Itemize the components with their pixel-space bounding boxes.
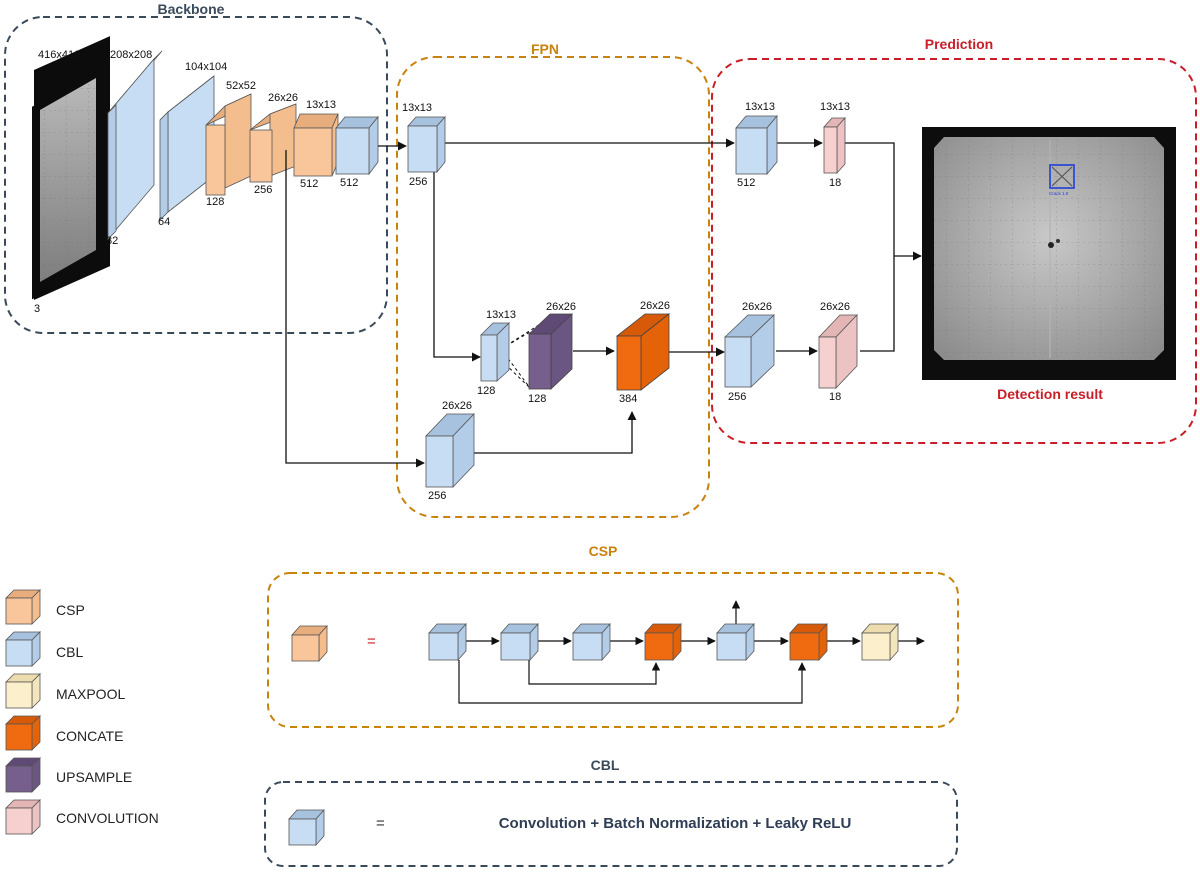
- csp-equals-sign: =: [367, 633, 376, 650]
- p1-size-label: 13x13: [745, 101, 775, 113]
- csp-detail-cbl-1: [428, 622, 467, 662]
- b2-size-label: 104x104: [185, 61, 227, 73]
- backbone-csp-block-1: [205, 93, 252, 196]
- csp-detail-concat-1: [644, 622, 682, 662]
- backbone-cbl-block-1: [107, 50, 163, 241]
- legend-maxpool-label: MAXPOOL: [56, 686, 125, 702]
- csp-detail-cbl-4: [716, 622, 755, 662]
- fpn-cbl-block-1: [407, 115, 446, 174]
- cbl-title: CBL: [591, 757, 620, 773]
- connector-heads-to-result: [845, 142, 921, 352]
- b4-channel-label: 256: [254, 184, 272, 196]
- b2-channel-label: 64: [158, 216, 170, 228]
- legend-concate-swatch: [5, 715, 41, 751]
- detection-box-label: Crack 1.0: [1049, 191, 1069, 196]
- p4-channel-label: 18: [829, 391, 841, 403]
- b4-size-label: 26x26: [268, 92, 298, 104]
- fpn-cbl-block-2: [480, 322, 510, 382]
- fpn-cbl-block-low: [425, 413, 475, 488]
- legend-csp-swatch: [5, 589, 41, 625]
- input-size-label: 416x416: [38, 49, 80, 61]
- csp-flow-arrows: [458, 600, 925, 704]
- csp-detail-maxpool: [861, 622, 899, 662]
- input-channel-label: 3: [34, 303, 40, 315]
- connector-b4-to-fpn-low: [285, 150, 425, 468]
- csp-detail-cbl-2: [500, 622, 539, 662]
- detection-result-image: [922, 127, 1176, 380]
- b3-size-label: 52x52: [226, 80, 256, 92]
- legend-upsample-swatch: [5, 757, 41, 793]
- b1-size-label: 208x208: [110, 49, 152, 61]
- detection-result-label: Detection result: [997, 386, 1103, 402]
- prediction-conv-block-1: [823, 116, 846, 175]
- legend-csp-label: CSP: [56, 602, 85, 618]
- detection-bounding-box: [1049, 164, 1075, 189]
- backbone-frame: [4, 16, 388, 334]
- csp-detail-concat-2: [789, 622, 828, 662]
- prediction-cbl-block-1: [735, 114, 778, 176]
- cbl-frame: [264, 781, 958, 867]
- csp-frame: [267, 572, 959, 728]
- up-channel-label: 128: [528, 393, 546, 405]
- cat-channel-label: 384: [619, 393, 637, 405]
- fpn-frame: [396, 56, 710, 518]
- fpn-upsample-block: [528, 313, 573, 390]
- up-size-label: 26x26: [546, 301, 576, 313]
- b1-channel-label: 32: [106, 235, 118, 247]
- prediction-cbl-block-2: [724, 314, 775, 388]
- b5-size-label: 13x13: [306, 99, 336, 111]
- legend-upsample-label: UPSAMPLE: [56, 769, 132, 785]
- cbl-formula: Convolution + Batch Normalization + Leak…: [499, 815, 852, 832]
- cbl-equals-sign: =: [376, 815, 385, 832]
- csp-detail-csp-swatch: [291, 624, 328, 663]
- prediction-conv-block-2: [818, 314, 858, 389]
- csp-title: CSP: [589, 543, 618, 559]
- backbone-cbl-block-3: [335, 115, 379, 176]
- p4-size-label: 26x26: [820, 301, 850, 313]
- legend-cbl-label: CBL: [56, 644, 83, 660]
- p3-size-label: 26x26: [742, 301, 772, 313]
- f2-size-label: 13x13: [486, 309, 516, 321]
- legend-convolution-label: CONVOLUTION: [56, 810, 159, 826]
- low-channel-label: 256: [428, 490, 446, 502]
- prediction-title: Prediction: [925, 36, 993, 52]
- cat-size-label: 26x26: [640, 300, 670, 312]
- connector-f1-down-to-f2: [433, 170, 481, 362]
- fpn-title: FPN: [531, 41, 559, 57]
- f1-channel-label: 256: [409, 176, 427, 188]
- input-image: [34, 36, 110, 300]
- f1-size-label: 13x13: [402, 102, 432, 114]
- cbl-detail-cbl-swatch: [288, 808, 325, 847]
- fpn-concat-block: [615, 313, 671, 391]
- p3-channel-label: 256: [728, 391, 746, 403]
- legend: CSP CBL MAXPOOL CONCATE UPSAMPLE: [5, 589, 159, 835]
- legend-concate-label: CONCATE: [56, 728, 123, 744]
- backbone-csp-block-3: [293, 113, 339, 177]
- backbone-csp-block-2: [249, 103, 297, 183]
- b5-channel-label: 512: [300, 178, 318, 190]
- csp-detail-cbl-3: [572, 622, 611, 662]
- input-image-frame: [32, 66, 106, 300]
- b6-channel-label: 512: [340, 177, 358, 189]
- legend-convolution-swatch: [5, 799, 41, 835]
- legend-cbl-swatch: [5, 631, 41, 667]
- b3-channel-label: 128: [206, 196, 224, 208]
- prediction-frame: [711, 58, 1197, 444]
- p2-size-label: 13x13: [820, 101, 850, 113]
- backbone-cbl-block-2: [159, 75, 215, 221]
- backbone-title: Backbone: [158, 1, 225, 17]
- p1-channel-label: 512: [737, 177, 755, 189]
- f2-channel-label: 128: [477, 385, 495, 397]
- connector-low-to-concat: [474, 411, 637, 454]
- low-size-label: 26x26: [442, 400, 472, 412]
- p2-channel-label: 18: [829, 177, 841, 189]
- legend-maxpool-swatch: [5, 673, 41, 709]
